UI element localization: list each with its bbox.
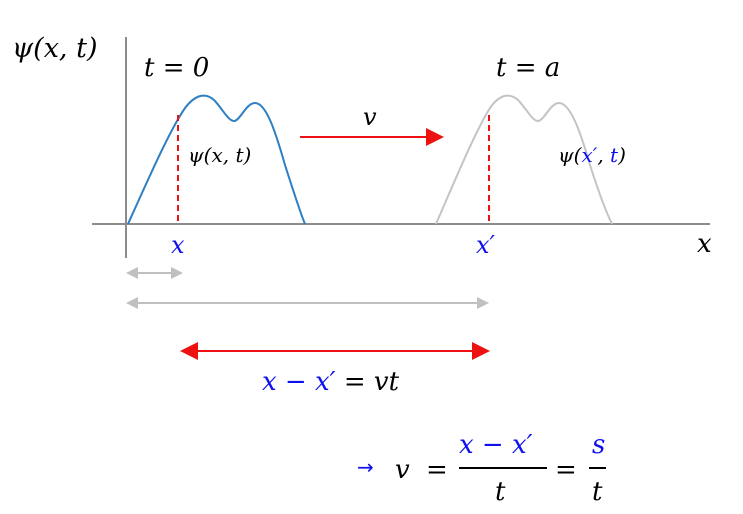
y-axis-label: ψ(x, t) — [12, 33, 97, 64]
formula-lhs: v — [395, 455, 410, 485]
x-axis-label: x — [697, 229, 712, 259]
displacement-arrow — [180, 342, 490, 360]
displacement-equation: x − x′ = vt — [262, 367, 400, 397]
velocity-arrow-head — [426, 128, 444, 146]
formula-eq1: = — [426, 455, 448, 485]
velocity-formula: → v = x − x′ t = s t — [357, 430, 606, 507]
time-label-ta: t = a — [496, 53, 560, 83]
formula-numerator2: s — [592, 430, 605, 460]
wave-curve-t0 — [127, 94, 306, 225]
implies-arrow: → — [357, 455, 374, 479]
formula-numerator1: x − x′ — [459, 430, 533, 460]
formula-eq2: = — [555, 455, 577, 485]
position-label-x-prime: x′ — [476, 231, 496, 259]
function-label-ta: ψ(x′, t) — [558, 143, 626, 167]
formula-denominator1: t — [495, 477, 506, 507]
velocity-label: v — [363, 103, 377, 131]
wave-curve-ta — [435, 94, 613, 225]
formula-denominator2: t — [592, 477, 603, 507]
function-label-t0: ψ(x, t) — [188, 143, 251, 167]
distance-arrow-x — [126, 267, 183, 279]
position-label-x: x — [171, 231, 185, 259]
time-label-t0: t = 0 — [144, 53, 209, 83]
distance-arrow-x-prime — [126, 297, 489, 309]
